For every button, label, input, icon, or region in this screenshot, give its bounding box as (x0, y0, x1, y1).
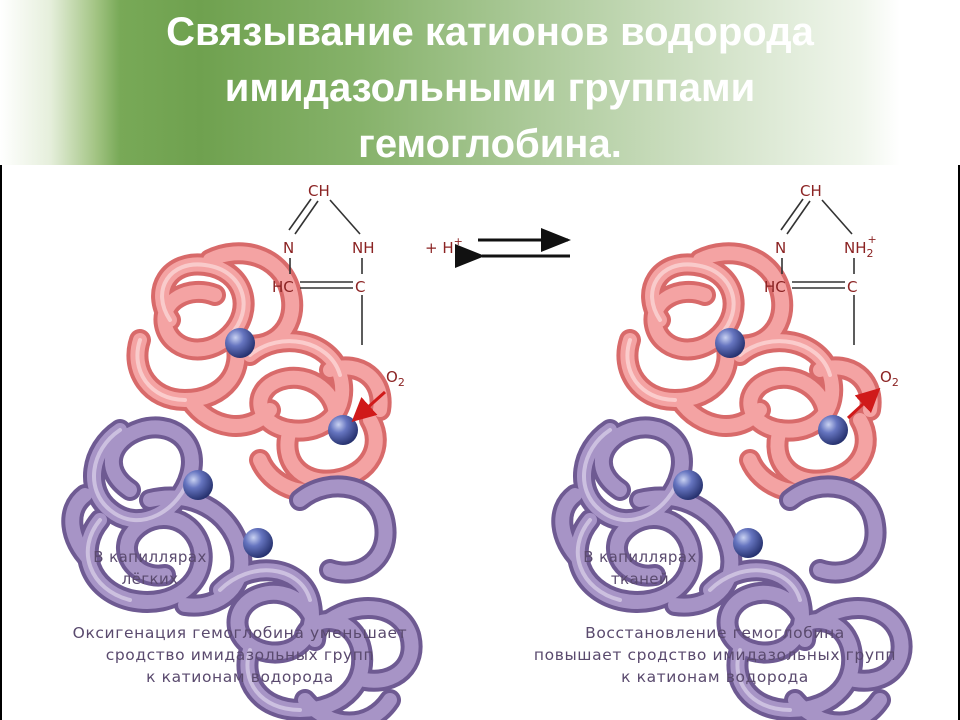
slide-title: Связывание катионов водорода имидазольны… (90, 4, 890, 172)
caption-right: Восстановление гемоглобина повышает срод… (505, 622, 925, 688)
imidazole-c-left: C (355, 278, 365, 296)
heme-group (733, 528, 763, 558)
caption-line: к катионам водорода (146, 668, 334, 686)
imidazole-ch-left: CH (308, 182, 330, 200)
imidazole-ring-right (780, 198, 855, 345)
heme-group (328, 415, 358, 445)
title-line-2: имидазольными группами (224, 66, 756, 110)
location-label-left: В капиллярах лёгких (70, 546, 230, 590)
caption-line: к катионам водорода (621, 668, 809, 686)
hydrogen-ion-label: + H+ (425, 235, 463, 257)
imidazole-hc-right: HC (764, 278, 786, 296)
location-label-right: В капиллярах тканей (560, 546, 720, 590)
location-line: В капиллярах (583, 548, 697, 566)
heme-group (183, 470, 213, 500)
title-line-1: Связывание катионов водорода (166, 10, 814, 54)
title-line-3: гемоглобина. (358, 122, 622, 166)
heme-group (225, 328, 255, 358)
left-frame-border (0, 0, 2, 720)
caption-line: повышает сродство имидазольных групп (533, 646, 897, 664)
title-banner (0, 0, 960, 165)
caption-line: Восстановление гемоглобина (585, 624, 845, 642)
right-frame-border (958, 0, 960, 720)
o2-label-left: O2 (386, 368, 405, 389)
heme-group (673, 470, 703, 500)
imidazole-n-right: N (775, 239, 786, 257)
imidazole-hc-left: HC (272, 278, 294, 296)
heme-group (243, 528, 273, 558)
location-line: лёгких (121, 570, 179, 588)
imidazole-nh-left: NH (352, 239, 375, 257)
o2-arrow-icon (846, 387, 881, 420)
o2-label-right: O2 (880, 368, 899, 389)
caption-left: Оксигенация гемоглобина уменьшает сродст… (40, 622, 440, 688)
caption-line: сродство имидазольных групп (105, 646, 375, 664)
imidazole-ch-right: CH (800, 182, 822, 200)
heme-group (715, 328, 745, 358)
location-line: тканей (610, 570, 670, 588)
o2-arrow-icon (351, 390, 387, 423)
imidazole-nh2-right: NH2+ (844, 233, 877, 260)
heme-group (818, 415, 848, 445)
caption-line: Оксигенация гемоглобина уменьшает (72, 624, 408, 642)
imidazole-n-left: N (283, 239, 294, 257)
location-line: В капиллярах (93, 548, 207, 566)
imidazole-ring-left (288, 198, 363, 345)
imidazole-c-right: C (847, 278, 857, 296)
